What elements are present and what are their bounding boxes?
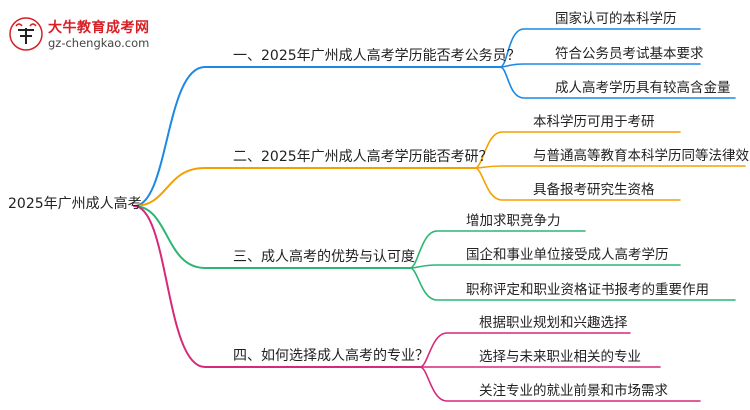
branch-3-connector (133, 205, 411, 269)
branch-2-label: 二、2025年广州成人高考学历能否考研？ (233, 149, 493, 165)
leaf-1-2-connector (499, 63, 701, 68)
leaf-4-3-connector (419, 366, 701, 402)
leaf-2-1-connector (474, 131, 681, 169)
leaf-4-1-connector (419, 332, 631, 368)
logo-title: 大牛教育成考网 (48, 20, 150, 36)
branch-1-label: 一、2025年广州成人高考学历能否考公务员？ (233, 48, 521, 64)
leaf-1-1-connector (499, 28, 701, 68)
leaf-2-1: 本科学历可用于考研 (533, 114, 655, 130)
leaf-2-2-connector (474, 165, 746, 169)
leaf-4-2: 选择与未来职业相关的专业 (479, 349, 641, 365)
leaf-4-1: 根据职业规划和兴趣选择 (479, 315, 628, 331)
leaf-3-1-connector (409, 230, 586, 269)
leaf-4-3: 关注专业的就业前景和市场需求 (479, 383, 668, 399)
root-node: 2025年广州成人高考 (8, 196, 142, 212)
branch-2-connector (133, 167, 476, 207)
branch-3-label: 三、成人高考的优势与认可度 (233, 249, 415, 265)
branch-4-connector (133, 205, 421, 368)
branch-4-label: 四、如何选择成人高考的专业？ (233, 348, 429, 364)
bull-logo-icon (9, 17, 43, 51)
leaf-1-3-connector (499, 66, 736, 99)
leaf-3-2: 国企和事业单位接受成人高考学历 (466, 247, 669, 263)
logo-url: gz-chengkao.com (48, 36, 150, 50)
leaf-1-1: 国家认可的本科学历 (555, 11, 677, 27)
leaf-3-1: 增加求职竞争力 (466, 213, 561, 229)
leaf-1-3: 成人高考学历具有较高含金量 (555, 80, 731, 96)
leaf-2-3-connector (474, 167, 681, 201)
leaf-1-2: 符合公务员考试基本要求 (555, 46, 704, 62)
leaf-3-3-connector (409, 267, 736, 301)
branch-1-connector (133, 66, 501, 207)
leaf-2-2: 与普通高等教育本科学历同等法律效力 (533, 148, 750, 164)
site-logo[interactable]: 大牛教育成考网 gz-chengkao.com (6, 14, 176, 54)
leaf-2-3: 具备报考研究生资格 (533, 182, 655, 198)
leaf-3-3: 职称评定和职业资格证书报考的重要作用 (466, 282, 709, 298)
leaf-3-2-connector (409, 264, 681, 269)
